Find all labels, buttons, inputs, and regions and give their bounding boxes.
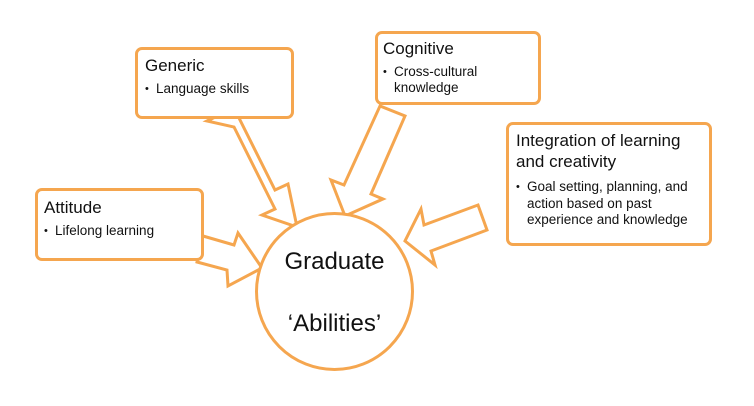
integration-list: Goal setting, planning, and action based… (516, 179, 703, 229)
attitude-item: Lifelong learning (44, 223, 195, 239)
arrow-integration (403, 203, 489, 270)
attitude-title: Attitude (44, 198, 102, 217)
attitude-box: Attitude Lifelong learning (35, 188, 204, 261)
integration-title: Integration of learning and creativity (516, 131, 681, 171)
generic-list: Language skills (145, 81, 285, 97)
graduate-abilities-circle: Graduate ‘Abilities’ (255, 212, 414, 371)
integration-box: Integration of learning and creativity G… (506, 122, 712, 246)
generic-title: Generic (145, 56, 205, 75)
cognitive-list: Cross-cultural knowledge (383, 64, 532, 96)
center-line-2: ‘Abilities’ (287, 310, 382, 337)
cognitive-title: Cognitive (383, 39, 454, 58)
center-label: Graduate ‘Abilities’ (284, 215, 384, 370)
arrow-cognitive (328, 104, 407, 219)
cognitive-item: Cross-cultural knowledge (383, 64, 493, 96)
integration-item: Goal setting, planning, and action based… (516, 179, 706, 229)
arrow-generic (202, 106, 300, 230)
arrow-attitude (195, 229, 265, 289)
generic-box: Generic Language skills (135, 47, 294, 119)
attitude-list: Lifelong learning (44, 223, 195, 239)
generic-item: Language skills (145, 81, 285, 97)
center-line-1: Graduate (284, 248, 385, 275)
cognitive-box: Cognitive Cross-cultural knowledge (375, 31, 541, 105)
